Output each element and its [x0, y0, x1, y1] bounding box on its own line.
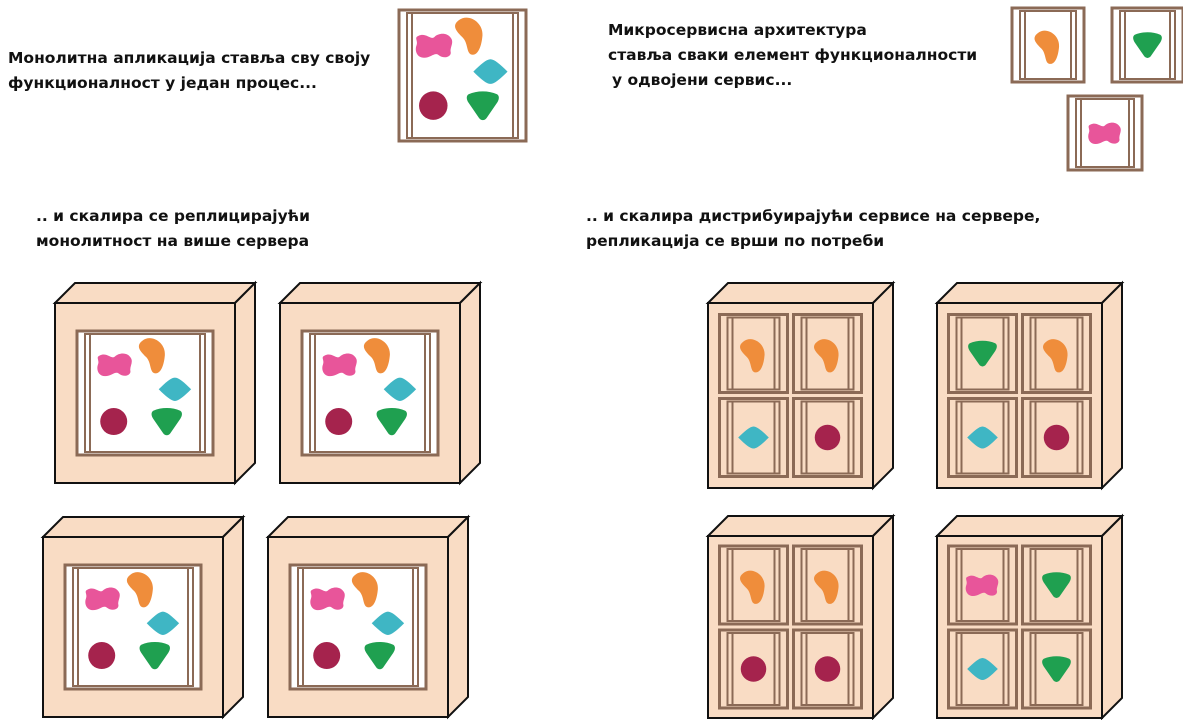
process-frame: [1021, 628, 1092, 710]
server-top-face: [52, 282, 258, 304]
server-side-face: [1101, 280, 1123, 491]
monolith-server: [52, 280, 258, 486]
maroon-circle-shape: [814, 656, 841, 682]
caption-monolith-scale: .. и скалира се реплицирајући монолитнос…: [36, 204, 310, 254]
process-frame: [718, 544, 789, 626]
server-side-face: [234, 280, 256, 486]
green-triangle-shape: [376, 408, 407, 436]
orange-blob-shape: [363, 338, 390, 374]
orange-blob-shape: [740, 570, 765, 604]
monolith-server: [265, 514, 471, 720]
server-side-face: [1101, 513, 1123, 720]
caption-monolith-intro: Монолитна апликација ставља сву своју фу…: [8, 46, 370, 96]
teal-diamond-shape: [473, 59, 508, 84]
process-frame: [792, 544, 863, 626]
server-top-face: [705, 282, 896, 304]
orange-blob-shape: [138, 338, 165, 374]
maroon-circle-shape: [740, 656, 767, 682]
green-triangle-shape: [1042, 656, 1071, 682]
orange-blob-shape: [126, 572, 153, 608]
process-frame: [1021, 544, 1092, 626]
server-top-face: [934, 515, 1125, 537]
pink-blob-shape: [1088, 122, 1121, 145]
server-top-face: [934, 282, 1125, 304]
teal-diamond-shape: [383, 377, 417, 401]
pink-blob-shape: [322, 353, 357, 377]
server-side-face: [872, 280, 894, 491]
microservice: [1010, 6, 1086, 84]
orange-blob-shape: [351, 572, 378, 608]
microservice-server: [705, 280, 896, 491]
green-triangle-shape: [1042, 572, 1071, 598]
microservices-group: [1010, 6, 1183, 172]
process-frame: [1021, 313, 1092, 394]
pink-blob-shape: [965, 574, 999, 597]
monolith-server: [40, 514, 246, 720]
green-triangle-shape: [466, 91, 499, 121]
caption-line: Микросервисна архитектура: [608, 21, 867, 39]
server-top-face: [705, 515, 896, 537]
green-triangle-shape: [139, 642, 170, 670]
green-triangle-shape: [1133, 32, 1162, 58]
teal-diamond-shape: [158, 377, 192, 401]
maroon-circle-shape: [1043, 424, 1070, 451]
microservice: [1110, 6, 1183, 84]
microservice-server: [705, 513, 896, 720]
caption-line: функционалност у један процес...: [8, 74, 317, 92]
caption-line: .. и скалира дистрибуирајући сервисе на …: [586, 207, 1041, 225]
monolith-server: [277, 280, 483, 486]
server-side-face: [222, 514, 244, 720]
teal-diamond-shape: [146, 611, 180, 635]
orange-blob-shape: [814, 339, 839, 373]
server-top-face: [265, 516, 471, 538]
process-frame: [792, 628, 863, 710]
server-top-face: [277, 282, 483, 304]
orange-blob-shape: [1043, 339, 1068, 373]
caption-micro-intro: Микросервисна архитектура ставља сваки е…: [608, 18, 977, 93]
process-frame: [947, 397, 1018, 478]
maroon-circle-shape: [325, 408, 353, 436]
pink-blob-shape: [85, 587, 120, 611]
green-triangle-shape: [968, 340, 997, 367]
microservice-server: [934, 513, 1125, 720]
pink-blob-shape: [310, 587, 345, 611]
teal-diamond-shape: [967, 657, 998, 681]
maroon-circle-shape: [313, 642, 341, 670]
orange-blob-shape: [740, 339, 765, 373]
green-triangle-shape: [364, 642, 395, 670]
pink-blob-shape: [415, 33, 453, 58]
teal-diamond-shape: [738, 426, 769, 449]
caption-line: у одвојени сервис...: [612, 71, 793, 89]
green-triangle-shape: [151, 408, 182, 436]
process-frame: [718, 397, 789, 478]
orange-blob-shape: [814, 570, 839, 604]
teal-diamond-shape: [967, 426, 998, 449]
caption-micro-scale: .. и скалира дистрибуирајући сервисе на …: [586, 204, 1040, 254]
maroon-circle-shape: [100, 408, 128, 436]
microservice: [1066, 94, 1144, 172]
caption-line: монолитност на више сервера: [36, 232, 310, 250]
microservice-server: [934, 280, 1125, 491]
maroon-circle-shape: [419, 91, 448, 120]
caption-line: ставља сваки елемент функционалности: [608, 46, 978, 64]
monolith-process: [397, 8, 528, 143]
teal-diamond-shape: [371, 611, 405, 635]
orange-blob-shape: [1034, 30, 1060, 64]
pink-blob-shape: [97, 353, 132, 377]
caption-line: .. и скалира се реплицирајући: [36, 207, 310, 225]
orange-blob-shape: [455, 17, 483, 55]
server-top-face: [40, 516, 246, 538]
server-side-face: [447, 514, 469, 720]
caption-line: Монолитна апликација ставља сву своју: [8, 49, 371, 67]
maroon-circle-shape: [814, 424, 841, 451]
maroon-circle-shape: [88, 642, 116, 670]
server-side-face: [459, 280, 481, 486]
caption-line: репликација се врши по потреби: [586, 232, 885, 250]
server-side-face: [872, 513, 894, 720]
